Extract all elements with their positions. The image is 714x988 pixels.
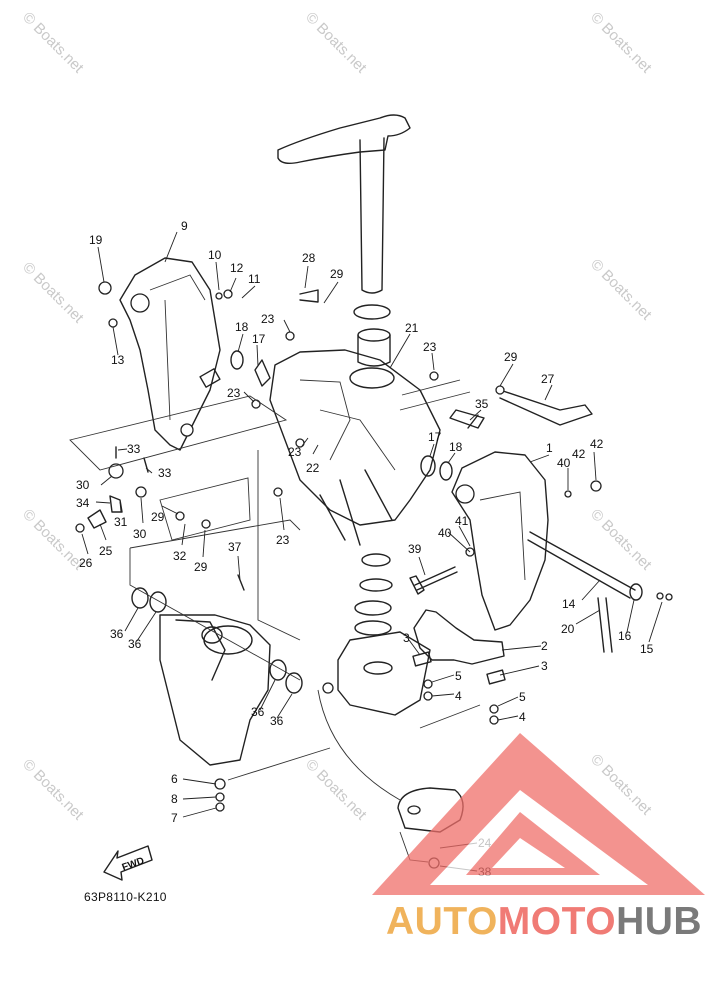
brand-part3: HUB (616, 900, 703, 943)
callout-10: 10 (208, 248, 222, 262)
watermark: © Boats.net (587, 9, 655, 77)
brand-wordmark: AUTOMOTOHUB (386, 900, 702, 944)
callout-29: 29 (194, 560, 208, 574)
small-parts (75, 281, 673, 869)
callout-16: 16 (618, 629, 632, 643)
callout-36: 36 (251, 705, 265, 719)
callout-2: 2 (541, 639, 548, 653)
callout-34: 34 (76, 496, 90, 510)
callout-23: 23 (276, 533, 290, 547)
swivel-bracket (269, 349, 441, 636)
callout-17: 17 (428, 430, 442, 444)
brand-logo-icon (372, 733, 705, 895)
callout-32: 32 (173, 549, 187, 563)
callout-5: 5 (519, 690, 526, 704)
callout-28: 28 (302, 251, 316, 265)
brand-part2: MOTO (497, 900, 617, 943)
callout-8: 8 (171, 792, 178, 806)
callout-4: 4 (519, 710, 526, 724)
callout-36: 36 (128, 637, 142, 651)
callout-31: 31 (114, 515, 128, 529)
watermarks: © Boats.net © Boats.net © Boats.net © Bo… (19, 9, 655, 824)
callout-leaders (81, 231, 663, 872)
clamp-bracket-right (451, 451, 549, 631)
callout-42: 42 (572, 447, 586, 461)
callout-39: 39 (408, 542, 422, 556)
watermark: © Boats.net (302, 756, 370, 824)
engine-mount (131, 587, 303, 766)
callout-37: 37 (228, 540, 242, 554)
callout-26: 26 (79, 556, 93, 570)
callout-17: 17 (252, 332, 266, 346)
clamp-bracket-left (119, 257, 221, 451)
callout-42: 42 (590, 437, 604, 451)
callout-40: 40 (557, 456, 571, 470)
callout-21: 21 (405, 321, 419, 335)
callout-33: 33 (127, 442, 141, 456)
callout-18: 18 (235, 320, 249, 334)
through-shaft (409, 531, 643, 653)
callout-22: 22 (306, 461, 320, 475)
callout-35: 35 (475, 397, 489, 411)
callout-1: 1 (546, 441, 553, 455)
callout-40: 40 (438, 526, 452, 540)
callout-41: 41 (455, 514, 469, 528)
callout-6: 6 (171, 772, 178, 786)
callout-14: 14 (562, 597, 576, 611)
watermark: © Boats.net (587, 506, 655, 574)
callout-25: 25 (99, 544, 113, 558)
callout-23: 23 (423, 340, 437, 354)
watermark: © Boats.net (19, 756, 87, 824)
watermark: © Boats.net (19, 506, 87, 574)
callout-7: 7 (171, 811, 178, 825)
callout-3: 3 (541, 659, 548, 673)
callout-36: 36 (270, 714, 284, 728)
callout-5: 5 (455, 669, 462, 683)
callout-numbers: 1 2 3 3 4 4 5 5 6 7 8 9 10 11 12 13 14 1… (76, 219, 654, 879)
callout-23: 23 (288, 445, 302, 459)
callout-9: 9 (181, 219, 188, 233)
callout-3: 3 (403, 631, 410, 645)
callout-18: 18 (449, 440, 463, 454)
callout-15: 15 (640, 642, 654, 656)
brand-part1: AUTO (386, 900, 498, 943)
watermark: © Boats.net (587, 256, 655, 324)
callout-20: 20 (561, 622, 575, 636)
callout-12: 12 (230, 261, 244, 275)
callout-29: 29 (330, 267, 344, 281)
watermark: © Boats.net (302, 9, 370, 77)
callout-36: 36 (110, 627, 124, 641)
fwd-label: FWD (121, 855, 146, 873)
callout-19: 19 (89, 233, 103, 247)
callout-33: 33 (158, 466, 172, 480)
callout-29: 29 (151, 510, 165, 524)
callout-13: 13 (111, 353, 125, 367)
callout-27: 27 (541, 372, 555, 386)
tiller-handle (277, 114, 411, 367)
callout-4: 4 (455, 689, 462, 703)
callout-30: 30 (133, 527, 147, 541)
callout-30: 30 (76, 478, 90, 492)
callout-29: 29 (504, 350, 518, 364)
callout-23: 23 (261, 312, 275, 326)
callout-11: 11 (248, 272, 261, 286)
watermark: © Boats.net (19, 9, 87, 77)
callout-23: 23 (227, 386, 241, 400)
fwd-arrow-icon: FWD (103, 845, 153, 881)
part-code: 63P8110-K210 (84, 890, 167, 904)
watermark: © Boats.net (19, 259, 87, 327)
